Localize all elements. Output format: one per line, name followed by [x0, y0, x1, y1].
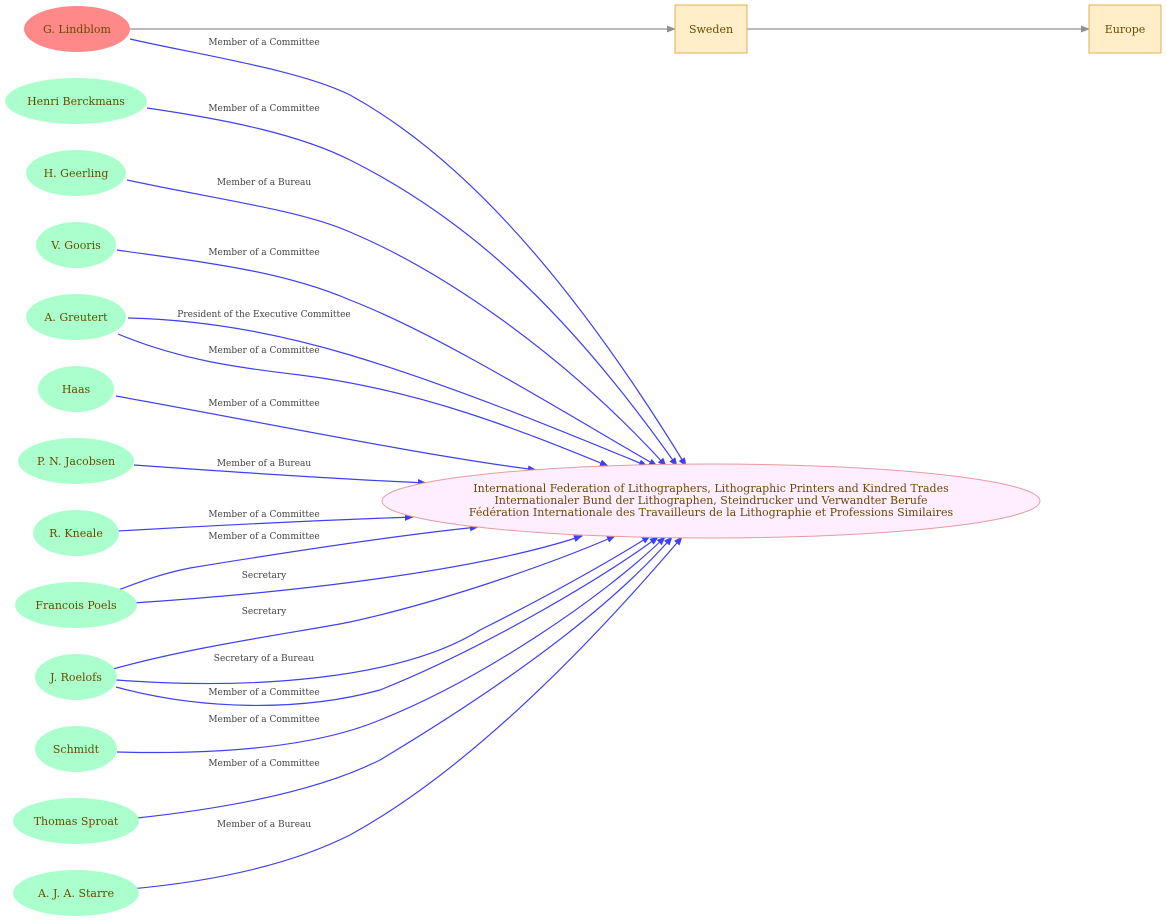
person-node-label: Henri Berckmans	[27, 95, 125, 108]
organization-node-shape	[381, 463, 1041, 539]
person-node-lindblom[interactable]: G. Lindblom	[24, 6, 130, 52]
person-node-shape	[35, 726, 117, 772]
person-node-shape	[26, 150, 126, 196]
person-node-gooris[interactable]: V. Gooris	[36, 222, 116, 268]
person-node-greutert[interactable]: A. Greutert	[26, 294, 126, 340]
person-node-shape	[35, 654, 117, 700]
edge-greutert-5	[117, 333, 609, 467]
place-node-shape	[674, 4, 748, 54]
person-node-schmidt[interactable]: Schmidt	[35, 726, 117, 772]
person-node-label: A. J. A. Starre	[37, 887, 114, 900]
edge-label: Member of a Committee	[208, 688, 319, 698]
edge-label: Member of a Committee	[208, 346, 319, 356]
person-node-haas[interactable]: Haas	[38, 366, 114, 412]
place-node-sweden[interactable]: Sweden	[674, 4, 748, 54]
edge-poels-9	[117, 524, 479, 591]
edge-label: Member of a Committee	[208, 532, 319, 542]
edge-roelofs-12	[115, 535, 651, 685]
place-node-shape	[1088, 4, 1162, 54]
edge-roelofs-13	[115, 536, 659, 707]
person-node-label: Schmidt	[53, 743, 100, 756]
edge-label: Member of a Committee	[208, 248, 319, 258]
organization-node[interactable]: International Federation of Lithographer…	[381, 463, 1041, 539]
edge-lindblom-0	[129, 38, 687, 467]
edge-poels-10	[132, 535, 583, 604]
edge-label: Member of a Committee	[208, 510, 319, 520]
edge-roelofs-11	[112, 535, 616, 670]
organization-name-line: Fédération Internationale des Travailleu…	[469, 506, 954, 519]
person-node-shape	[18, 438, 134, 484]
place-node-europe[interactable]: Europe	[1088, 4, 1162, 54]
person-node-sproat[interactable]: Thomas Sproat	[13, 798, 139, 844]
person-node-shape	[33, 510, 119, 556]
person-node-label: A. Greutert	[43, 311, 108, 324]
person-node-shape	[13, 798, 139, 844]
edge-label: Secretary	[242, 607, 287, 617]
person-node-label: G. Lindblom	[43, 23, 112, 36]
edge-gooris-3	[116, 249, 658, 467]
person-node-berckmans[interactable]: Henri Berckmans	[5, 78, 147, 124]
organization-name-line: International Federation of Lithographer…	[473, 482, 949, 495]
place-node-label: Sweden	[689, 23, 733, 36]
edge-schmidt-14	[116, 536, 666, 754]
person-node-shape	[26, 294, 126, 340]
organization-name-line: Internationaler Bund der Lithographen, S…	[494, 494, 927, 507]
person-node-label: R. Kneale	[49, 527, 103, 540]
person-node-shape	[13, 870, 139, 916]
edge-label: Member of a Bureau	[217, 820, 312, 830]
person-node-shape	[24, 6, 130, 52]
edge-kneale-8	[117, 513, 414, 532]
person-node-geerling[interactable]: H. Geerling	[26, 150, 126, 196]
edge-starre-16	[129, 536, 683, 890]
place-node-label: Europe	[1105, 23, 1146, 36]
edge-haas-6	[115, 395, 537, 473]
person-node-label: Haas	[62, 383, 91, 396]
edge-label: Secretary of a Bureau	[214, 654, 315, 664]
person-node-shape	[15, 582, 137, 628]
edge-label: Member of a Committee	[208, 399, 319, 409]
person-node-label: V. Gooris	[50, 239, 101, 252]
person-node-roelofs[interactable]: J. Roelofs	[35, 654, 117, 700]
edge-label: Member of a Bureau	[217, 178, 312, 188]
edge-jacobsen-7	[133, 464, 427, 487]
person-node-label: Thomas Sproat	[34, 815, 119, 828]
person-node-label: J. Roelofs	[49, 671, 102, 684]
edge-berckmans-1	[146, 107, 678, 467]
person-node-poels[interactable]: Francois Poels	[15, 582, 137, 628]
edge-label: Member of a Committee	[208, 759, 319, 769]
edge-geerling-2	[126, 179, 667, 467]
person-node-shape	[38, 366, 114, 412]
person-node-starre[interactable]: A. J. A. Starre	[13, 870, 139, 916]
edge-label: President of the Executive Committee	[177, 310, 350, 320]
person-node-label: Francois Poels	[35, 599, 117, 612]
edge-sproat-15	[136, 536, 673, 819]
edge-label: Secretary	[242, 571, 287, 581]
person-node-kneale[interactable]: R. Kneale	[33, 510, 119, 556]
edge-label: Member of a Committee	[208, 104, 319, 114]
person-node-label: P. N. Jacobsen	[37, 455, 115, 468]
edge-label: Member of a Bureau	[217, 459, 312, 469]
edge-greutert-4	[127, 317, 648, 467]
person-node-jacobsen[interactable]: P. N. Jacobsen	[18, 438, 134, 484]
edge-label: Member of a Committee	[208, 38, 319, 48]
edge-layer	[112, 25, 1090, 890]
edge-label: Member of a Committee	[208, 715, 319, 725]
person-node-label: H. Geerling	[44, 167, 109, 180]
person-node-shape	[36, 222, 116, 268]
person-node-shape	[5, 78, 147, 124]
